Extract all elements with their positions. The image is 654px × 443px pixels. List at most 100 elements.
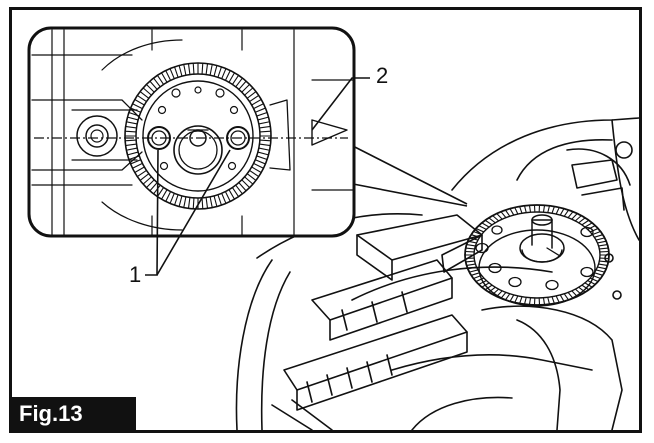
gear-tooth [187,196,191,209]
gear-tooth [253,162,265,169]
gear-tooth [165,69,172,81]
gear-tooth [509,295,514,302]
gear-tooth [124,139,137,142]
gear-tooth [205,196,209,209]
gear-tooth [564,209,570,217]
gear-tooth [484,284,493,291]
gear-tooth [192,197,195,210]
gear-tooth [125,121,138,125]
gear-tooth [251,166,262,174]
gear-tooth [551,296,555,305]
figure-label: Fig.13 [12,397,136,430]
gear-tooth [126,116,139,121]
gear-tooth [598,260,609,263]
gear-tooth [213,64,218,77]
gear-tooth [581,219,590,226]
gear-tooth [169,192,175,204]
gear-tooth [484,219,493,226]
gear-tooth [136,94,147,103]
gear-tooth [257,151,270,156]
gear-tooth [581,284,590,291]
gear-tooth [187,63,191,76]
gear-tooth [519,296,523,305]
gear-tooth [205,63,209,76]
gear-tooth [256,155,268,161]
gear-tooth [488,217,496,224]
gear-tooth [213,195,218,208]
gear-tooth [224,191,231,203]
gear-tooth [246,91,257,99]
gear-tooth [235,77,243,88]
gear-tooth [492,215,499,222]
gear-tooth [254,159,266,165]
gear-tooth [249,169,260,178]
gear-tooth [130,159,142,165]
gear-tooth [201,62,204,75]
gear-tooth [131,162,143,169]
gear-tooth [156,74,165,85]
gear-tooth [231,74,240,85]
gear-tooth [551,205,555,214]
gear-tooth [466,244,476,247]
gear-tooth [241,179,251,189]
gear-tooth [136,169,147,178]
gear-tooth [587,280,596,285]
gear-tooth [256,111,268,117]
gear-tooth [130,107,142,113]
gear-tooth [478,280,487,285]
gear-tooth [128,111,140,117]
gear-tooth [178,64,183,77]
gear-tooth [139,91,150,99]
gear-tooth [523,297,527,305]
gear-tooth [500,211,507,218]
gear-tooth [251,98,262,106]
gear-tooth [578,217,586,224]
gear-tooth [258,125,271,129]
gear-tooth [560,208,565,215]
gear-tooth [173,66,179,78]
gear-tooth [597,240,607,244]
gear-tooth [470,234,480,238]
gear-tooth [509,208,514,215]
gear-tooth [595,237,606,241]
gear-tooth [465,247,476,250]
gear-tooth [481,222,490,228]
gear-tooth [496,212,503,220]
gear-tooth [589,227,599,233]
gear-tooth [221,192,227,204]
gear-tooth [253,103,265,110]
assembly-drawing [27,26,639,430]
gear-tooth [475,227,485,233]
gear-tooth [504,293,510,301]
gear-tooth [257,116,270,121]
gear-tooth [578,286,586,293]
gear-tooth [209,196,213,209]
gear-tooth [173,194,179,206]
gear-tooth [575,215,582,222]
gear-tooth [470,272,480,276]
gear-tooth [178,195,183,208]
gear-tooth [169,68,175,80]
gear-tooth [238,80,247,90]
gear-tooth [584,222,593,228]
gear-tooth [594,272,604,276]
gear-tooth [528,204,531,213]
gear-tooth [472,230,482,236]
gear-tooth [523,205,527,213]
gear-tooth [587,225,596,230]
gear-tooth [468,269,479,273]
gear-tooth [156,187,165,198]
gear-tooth [478,225,487,230]
gear-tooth [258,121,271,125]
gear-tooth [258,147,271,151]
gear-tooth [149,80,158,90]
gear-tooth [244,87,254,96]
gear-tooth [519,205,523,214]
gear-tooth [142,87,152,96]
gear-tooth [238,182,247,192]
gear-tooth [514,296,519,304]
gear-tooth [514,206,519,214]
gear-tooth [228,189,236,200]
gear-tooth [594,234,604,238]
gear-tooth [244,176,254,185]
